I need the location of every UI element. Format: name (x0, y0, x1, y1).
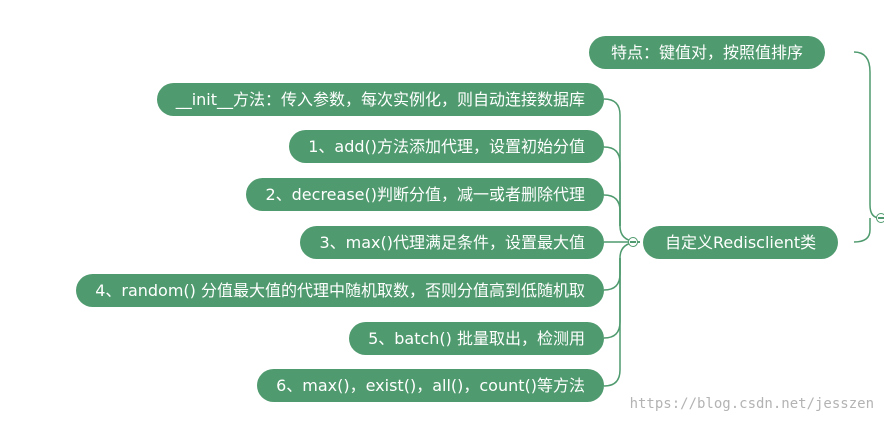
top-node[interactable]: 特点：键值对，按照值排序 (589, 36, 826, 69)
child-node-1[interactable]: 1、add()方法添加代理，设置初始分值 (289, 130, 604, 163)
connector-child-0 (603, 98, 641, 243)
connector-child-1 (603, 146, 621, 226)
connector-child-6 (603, 258, 621, 387)
connector-child-2 (603, 194, 621, 226)
child-node-3[interactable]: 3、max()代理满足条件，设置最大值 (300, 226, 604, 259)
connector-top (853, 51, 881, 219)
child-node-0[interactable]: __init__方法：传入参数，每次实例化，则自动连接数据库 (156, 83, 604, 116)
watermark: https://blog.csdn.net/jesszen (629, 396, 874, 412)
connector-center (853, 218, 871, 243)
child-node-6[interactable]: 6、max()，exist()，all()，count()等方法 (257, 369, 604, 402)
connector-child-5 (603, 258, 621, 339)
center-node[interactable]: 自定义Redisclient类 (643, 226, 839, 259)
child-node-2[interactable]: 2、decrease()判断分值，减一或者删除代理 (246, 178, 604, 211)
child-node-4[interactable]: 4、random() 分值最大值的代理中随机取数，否则分值高到低随机取 (76, 274, 604, 307)
connector-child-4 (603, 241, 641, 291)
collapse-toggle-root-icon[interactable] (876, 213, 884, 223)
collapse-toggle-icon[interactable] (628, 237, 638, 247)
child-node-5[interactable]: 5、batch() 批量取出，检测用 (349, 322, 604, 355)
